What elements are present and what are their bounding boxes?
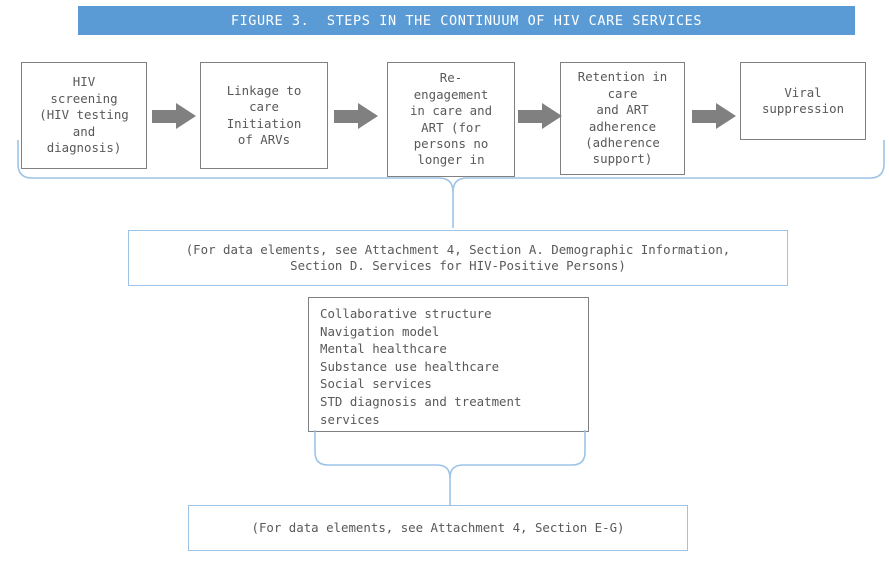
arrow-shaft <box>334 110 360 123</box>
step-box-re-engagement: Re- engagement in care and ART (for pers… <box>387 62 515 177</box>
arrow-right-icon <box>692 103 736 129</box>
services-list-box: Collaborative structure Navigation model… <box>308 297 589 432</box>
arrow-head <box>542 103 562 129</box>
arrow-right-icon <box>152 103 196 129</box>
list-item: Collaborative structure <box>320 306 492 321</box>
step-box-hiv-screening: HIV screening (HIV testing and diagnosis… <box>21 62 147 169</box>
list-item: Social services <box>320 376 432 392</box>
step-box-label: Viral suppression <box>761 84 845 116</box>
arrow-head <box>716 103 736 129</box>
step-box-label: Retention in care and ART adherence (adh… <box>577 69 668 167</box>
step-box-viral-suppression: Viral suppression <box>740 62 866 140</box>
note-box-sections-eg-data-elements: (For data elements, see Attachment 4, Se… <box>188 505 688 551</box>
arrow-right-icon <box>518 103 562 129</box>
brace-path <box>314 430 586 506</box>
step-box-label: HIV screening (HIV testing and diagnosis… <box>39 74 129 156</box>
arrow-head <box>176 103 196 129</box>
note-box-demographic-data-elements: (For data elements, see Attachment 4, Se… <box>128 230 788 286</box>
brace-connector-steps-to-demographics <box>17 140 885 228</box>
step-box-label: Re- engagement in care and ART (for pers… <box>409 70 493 168</box>
step-box-label: Linkage to care Initiation of ARVs <box>226 82 302 147</box>
figure-title-text: FIGURE 3. STEPS IN THE CONTINUUM OF HIV … <box>230 12 703 29</box>
list-item: Navigation model <box>320 323 440 339</box>
step-box-retention-in-care: Retention in care and ART adherence (adh… <box>560 62 685 175</box>
arrow-right-icon <box>334 103 378 129</box>
brace-path <box>17 140 885 228</box>
list-item: Substance use healthcare <box>320 358 500 374</box>
note-text: (For data elements, see Attachment 4, Se… <box>185 241 731 273</box>
arrow-head <box>358 103 378 129</box>
arrow-shaft <box>152 110 178 123</box>
step-box-linkage-to-care: Linkage to care Initiation of ARVs <box>200 62 328 169</box>
list-item: services <box>320 411 380 427</box>
note-text: (For data elements, see Attachment 4, Se… <box>251 519 625 535</box>
arrow-shaft <box>518 110 544 123</box>
figure-title-banner: FIGURE 3. STEPS IN THE CONTINUUM OF HIV … <box>78 6 855 35</box>
list-item: Mental healthcare <box>320 341 447 357</box>
brace-connector-services-to-sections <box>314 430 586 506</box>
list-item: STD diagnosis and treatment <box>320 393 522 409</box>
arrow-shaft <box>692 110 718 123</box>
